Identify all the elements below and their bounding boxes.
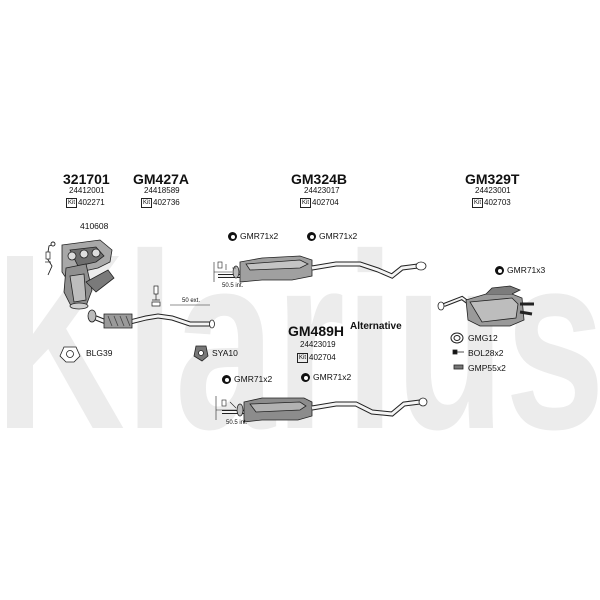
kit-icon: Kit: [66, 198, 78, 208]
sensor-label-410608[interactable]: 410608: [80, 221, 109, 231]
part-code-gm489h[interactable]: GM489H: [288, 323, 345, 339]
kit-icon: Kit: [472, 198, 484, 208]
hanger-gmr71x2-c[interactable]: GMR71x2: [222, 375, 272, 384]
gasket-blg39-icon: [59, 346, 81, 363]
kit-row-402704[interactable]: Kit 402704: [300, 198, 339, 208]
spring-icon: [453, 364, 464, 370]
dimension-int-lower-label: 50.5 int.: [226, 420, 248, 426]
part-label-bol28x2[interactable]: BOL28x2: [468, 348, 504, 358]
middle-silencer-pipe[interactable]: [218, 255, 427, 283]
oe-number-24418589: 24418589: [144, 186, 180, 195]
gmg12-gasket-icon: [450, 332, 464, 344]
hanger-gmr71x3[interactable]: GMR71x3: [495, 266, 545, 275]
rubber-hanger-icon: [228, 232, 237, 241]
rubber-hanger-icon: [222, 375, 231, 384]
hanger-gmr71x2-a[interactable]: GMR71x2: [228, 232, 278, 241]
middle-dimension-bracket: [213, 261, 236, 282]
kit-row-402704-alt[interactable]: Kit 402704: [297, 353, 336, 363]
dimension-int-upper-label: 50.5 int.: [222, 283, 244, 289]
hanger-label: GMR71x2: [234, 374, 273, 385]
alternative-middle-silencer[interactable]: [222, 397, 428, 423]
part-code-gm324b[interactable]: GM324B: [291, 171, 348, 187]
kit-number: 402736: [153, 198, 180, 207]
kit-number: 402704: [312, 198, 339, 207]
rubber-hanger-icon: [495, 266, 504, 275]
pipe-sensor-icon: [151, 285, 161, 307]
part-code-gm329t[interactable]: GM329T: [465, 171, 520, 187]
clamp-sya10-icon: [193, 345, 209, 362]
oe-number-24423017: 24423017: [304, 186, 340, 195]
kit-number: 402703: [484, 198, 511, 207]
catalytic-converter-manifold[interactable]: [61, 239, 115, 310]
kit-number: 402704: [309, 353, 336, 362]
kit-row-402271[interactable]: Kit 402271: [66, 198, 105, 208]
stud-icon: [45, 251, 51, 263]
hanger-gmr71x2-d[interactable]: GMR71x2: [301, 373, 351, 382]
gasket-label-blg39[interactable]: BLG39: [86, 348, 113, 358]
rubber-hanger-icon: [301, 373, 310, 382]
kit-row-402703[interactable]: Kit 402703: [472, 198, 511, 208]
part-label-gmg12[interactable]: GMG12: [468, 333, 498, 343]
alternative-label: Alternative: [350, 321, 402, 332]
hanger-label: GMR71x2: [313, 372, 352, 383]
hanger-gmr71x2-b[interactable]: GMR71x2: [307, 232, 357, 241]
bolt-icon: [452, 349, 464, 355]
hanger-label: GMR71x3: [507, 265, 546, 276]
kit-icon: Kit: [141, 198, 153, 208]
rear-silencer[interactable]: [437, 285, 534, 327]
part-label-gmp55x2[interactable]: GMP55x2: [468, 363, 506, 373]
oe-number-24423019: 24423019: [300, 340, 336, 349]
kit-icon: Kit: [297, 353, 309, 363]
oe-number-24423001: 24423001: [475, 186, 511, 195]
part-code-321701[interactable]: 321701: [63, 171, 110, 187]
oe-number-24412001: 24412001: [69, 186, 105, 195]
clamp-label-sya10[interactable]: SYA10: [212, 348, 238, 358]
front-pipe[interactable]: [87, 309, 215, 329]
hanger-label: GMR71x2: [240, 231, 279, 242]
kit-number: 402271: [78, 198, 105, 207]
lower-dimension-bracket: [215, 396, 237, 420]
hanger-label: GMR71x2: [319, 231, 358, 242]
rubber-hanger-icon: [307, 232, 316, 241]
part-code-gm427a[interactable]: GM427A: [133, 171, 190, 187]
kit-icon: Kit: [300, 198, 312, 208]
dimension-ext-label: 50 ext.: [182, 298, 201, 304]
kit-row-402736[interactable]: Kit 402736: [141, 198, 180, 208]
